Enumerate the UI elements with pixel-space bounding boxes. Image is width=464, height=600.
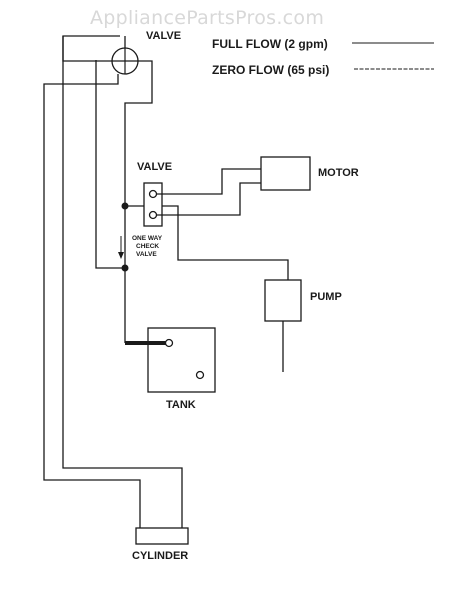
motor-wire-lower bbox=[157, 182, 261, 216]
check-valve-label-line2: CHECK bbox=[136, 243, 159, 250]
cylinder-label: CYLINDER bbox=[132, 550, 188, 562]
legend-full-flow: FULL FLOW (2 gpm) bbox=[212, 37, 328, 51]
watermark-text: AppliancePartsPros.com bbox=[90, 7, 324, 29]
legend-zero-flow: ZERO FLOW (65 psi) bbox=[212, 63, 329, 77]
pump-box bbox=[264, 279, 302, 322]
motor-wire-upper bbox=[157, 168, 261, 195]
mid-valve-label: VALVE bbox=[137, 161, 172, 173]
junction-dot-upper bbox=[121, 202, 129, 210]
outer-pipe-top bbox=[62, 35, 120, 62]
check-valve-label-line3: VALVE bbox=[136, 251, 157, 258]
motor-box bbox=[260, 156, 311, 191]
pump-pipe bbox=[162, 205, 289, 280]
tank-box bbox=[147, 327, 216, 393]
pump-label: PUMP bbox=[310, 291, 342, 303]
check-valve-label-line1: ONE WAY bbox=[132, 235, 163, 242]
long-pipe-to-cylinder bbox=[43, 74, 141, 528]
mid-valve-body bbox=[143, 182, 163, 227]
cylinder-box bbox=[135, 527, 189, 545]
motor-label: MOTOR bbox=[318, 167, 359, 179]
inner-pipe-loop bbox=[95, 60, 153, 269]
outer-pipe-left bbox=[62, 36, 183, 528]
top-valve-label: VALVE bbox=[146, 30, 181, 42]
tank-label: TANK bbox=[166, 399, 196, 411]
